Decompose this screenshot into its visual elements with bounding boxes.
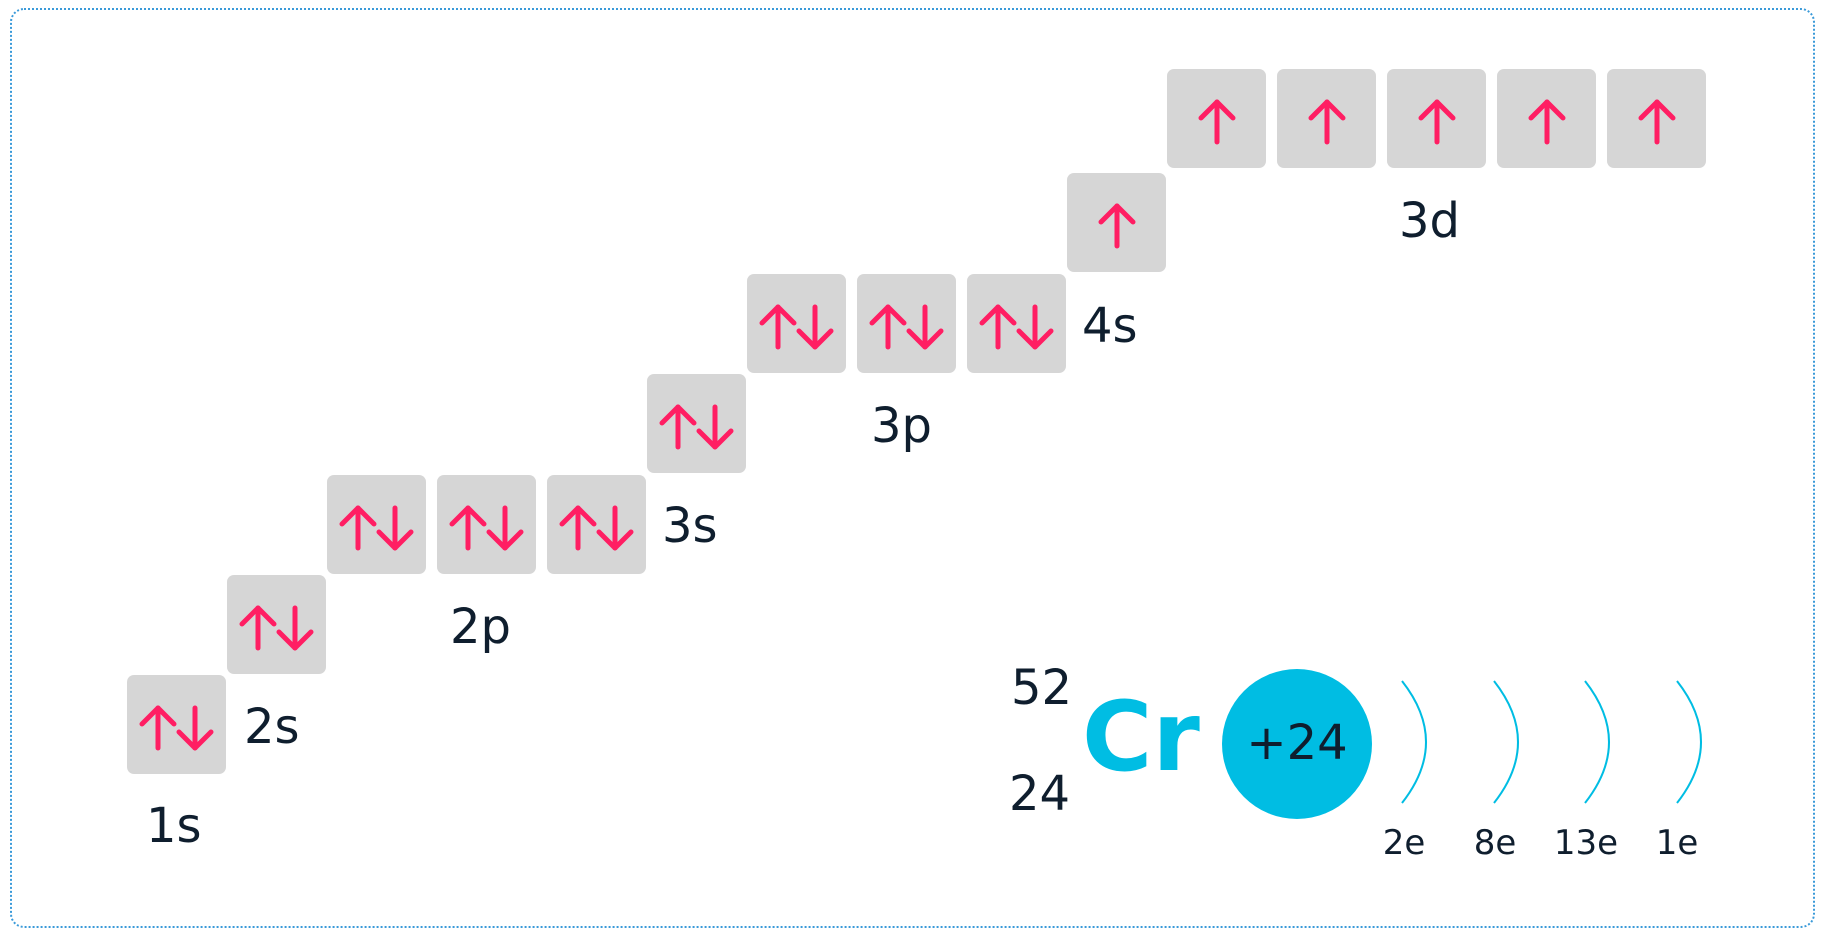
spin-up-arrow-icon [139, 705, 177, 751]
orbital-box-4s [1067, 173, 1166, 272]
spin-up-arrow-icon [869, 304, 907, 350]
electron-arrows [339, 505, 414, 551]
orbital-box-2p-2 [437, 475, 536, 574]
spin-up-arrow-icon [559, 505, 597, 551]
electron-arrows [869, 304, 944, 350]
diagram-frame [10, 8, 1815, 928]
orbital-box-3d-2 [1277, 69, 1376, 168]
shell-count-1: 2e [1382, 823, 1426, 863]
electron-arrows [659, 404, 734, 450]
orbital-box-3s [647, 374, 746, 473]
orbital-box-3p-3 [967, 274, 1066, 373]
electron-arrows [1528, 99, 1566, 145]
spin-down-arrow-icon [176, 705, 214, 751]
orbital-box-3p-2 [857, 274, 956, 373]
orbital-label-4s: 4s [1082, 298, 1138, 354]
spin-up-arrow-icon [1418, 99, 1456, 145]
shell-arc-2 [1493, 680, 1519, 804]
electron-arrows [559, 505, 634, 551]
spin-up-arrow-icon [1098, 203, 1136, 249]
spin-up-arrow-icon [1198, 99, 1236, 145]
orbital-label-3p: 3p [871, 398, 933, 454]
electron-arrows [1308, 99, 1346, 145]
orbital-label-3s: 3s [662, 498, 718, 554]
orbital-box-2p-3 [547, 475, 646, 574]
spin-up-arrow-icon [239, 605, 277, 651]
orbital-box-2p-1 [327, 475, 426, 574]
spin-up-arrow-icon [979, 304, 1017, 350]
shell-count-4: 1e [1655, 823, 1699, 863]
atomic-number: 24 [1009, 766, 1071, 822]
element-symbol: Cr [1082, 681, 1200, 793]
spin-up-arrow-icon [759, 304, 797, 350]
orbital-box-3d-1 [1167, 69, 1266, 168]
shell-arc-3 [1584, 680, 1610, 804]
spin-down-arrow-icon [596, 505, 634, 551]
electron-arrows [759, 304, 834, 350]
electron-arrows [1418, 99, 1456, 145]
orbital-box-2s [227, 575, 326, 674]
shell-count-3: 13e [1553, 823, 1619, 863]
spin-up-arrow-icon [1638, 99, 1676, 145]
electron-arrows [449, 505, 524, 551]
electron-arrows [1198, 99, 1236, 145]
spin-down-arrow-icon [906, 304, 944, 350]
electron-arrows [979, 304, 1054, 350]
electron-arrows [239, 605, 314, 651]
orbital-box-1s [127, 675, 226, 774]
orbital-label-3d: 3d [1399, 193, 1461, 249]
shell-arc-1 [1401, 680, 1427, 804]
spin-up-arrow-icon [1308, 99, 1346, 145]
nucleus-charge: +24 [1246, 715, 1348, 771]
orbital-label-1s: 1s [146, 798, 202, 854]
spin-down-arrow-icon [376, 505, 414, 551]
spin-up-arrow-icon [449, 505, 487, 551]
spin-up-arrow-icon [659, 404, 697, 450]
spin-down-arrow-icon [1016, 304, 1054, 350]
spin-down-arrow-icon [276, 605, 314, 651]
spin-up-arrow-icon [339, 505, 377, 551]
spin-down-arrow-icon [486, 505, 524, 551]
shell-arc-4 [1676, 680, 1702, 804]
spin-up-arrow-icon [1528, 99, 1566, 145]
orbital-box-3d-3 [1387, 69, 1486, 168]
orbital-box-3p-1 [747, 274, 846, 373]
electron-arrows [139, 705, 214, 751]
spin-down-arrow-icon [696, 404, 734, 450]
electron-arrows [1638, 99, 1676, 145]
spin-down-arrow-icon [796, 304, 834, 350]
nucleus-circle: +24 [1222, 669, 1372, 819]
orbital-label-2p: 2p [450, 599, 512, 655]
orbital-box-3d-4 [1497, 69, 1596, 168]
orbital-label-2s: 2s [244, 699, 300, 755]
orbital-box-3d-5 [1607, 69, 1706, 168]
shell-count-2: 8e [1473, 823, 1517, 863]
electron-arrows [1098, 203, 1136, 249]
mass-number: 52 [1011, 660, 1073, 716]
